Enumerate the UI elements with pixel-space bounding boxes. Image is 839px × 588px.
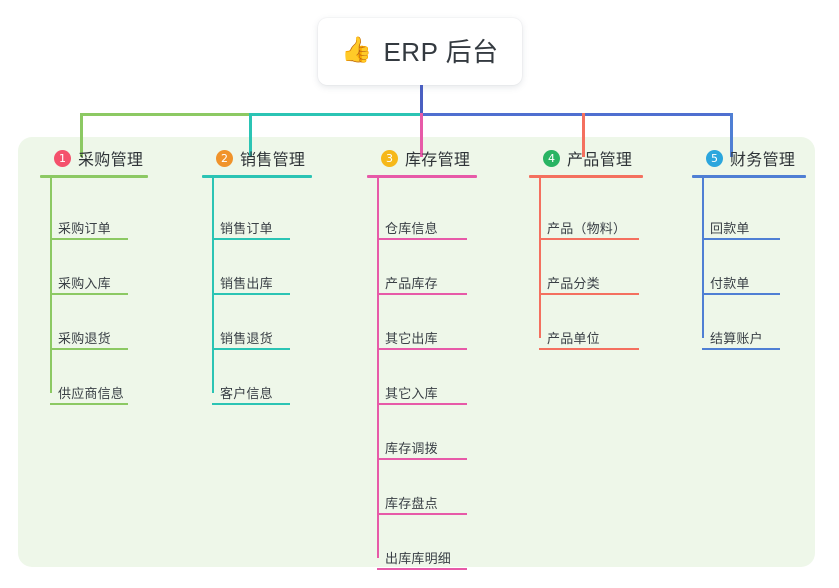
- branch-badge-2: 2: [216, 149, 233, 167]
- leaf-rule: [50, 293, 128, 295]
- leaf-item[interactable]: 供应商信息: [58, 386, 125, 401]
- leaf-item[interactable]: 出库库明细: [385, 551, 452, 566]
- branch-spine-2: [212, 175, 214, 393]
- bus-segment-teal: [249, 113, 420, 116]
- leaf-rule: [377, 238, 467, 240]
- branch-header-rule-2: [202, 175, 312, 178]
- leaf-item[interactable]: 采购订单: [58, 221, 111, 236]
- leaf-rule: [377, 348, 467, 350]
- drop-inventory: [420, 113, 423, 157]
- leaf-rule: [212, 238, 290, 240]
- branch-badge-1: 1: [54, 149, 71, 167]
- leaf-rule: [377, 458, 467, 460]
- root-node-content: 👍 ERP 后台: [341, 32, 498, 69]
- thumbs-up-icon: 👍: [341, 36, 373, 64]
- branch-spine-1: [50, 175, 52, 393]
- leaf-rule: [50, 348, 128, 350]
- branch-title-1: 采购管理: [78, 152, 144, 169]
- leaf-item[interactable]: 结算账户: [710, 331, 763, 346]
- leaf-item[interactable]: 产品（物料）: [547, 221, 627, 236]
- leaf-item[interactable]: 回款单: [710, 221, 750, 236]
- branch-badge-5: 5: [706, 149, 723, 167]
- leaf-item[interactable]: 销售出库: [220, 276, 273, 291]
- branch-title-2: 销售管理: [240, 152, 306, 169]
- branch-spine-5: [702, 175, 704, 338]
- branch-spine-3: [377, 175, 379, 558]
- leaf-item[interactable]: 销售订单: [220, 221, 273, 236]
- leaf-rule: [539, 293, 639, 295]
- branch-header-3[interactable]: 3 库存管理: [367, 146, 470, 170]
- leaf-item[interactable]: 库存调拨: [385, 441, 438, 456]
- leaf-item[interactable]: 其它入库: [385, 386, 438, 401]
- leaf-item[interactable]: 采购退货: [58, 331, 111, 346]
- branch-title-4: 产品管理: [567, 152, 633, 169]
- leaf-rule: [377, 403, 467, 405]
- leaf-rule: [702, 348, 780, 350]
- leaf-rule: [377, 568, 467, 570]
- branch-title-5: 财务管理: [730, 152, 796, 169]
- leaf-item[interactable]: 仓库信息: [385, 221, 438, 236]
- leaf-rule: [539, 348, 639, 350]
- root-stem-line: [420, 85, 423, 113]
- leaf-item[interactable]: 采购入库: [58, 276, 111, 291]
- branch-spine-4: [539, 175, 541, 338]
- leaf-item[interactable]: 付款单: [710, 276, 750, 291]
- branch-header-rule-3: [367, 175, 477, 178]
- leaf-rule: [702, 293, 780, 295]
- branch-header-2[interactable]: 2 销售管理: [202, 146, 305, 170]
- leaf-rule: [50, 238, 128, 240]
- leaf-item[interactable]: 客户信息: [220, 386, 273, 401]
- branches-panel: [18, 137, 815, 567]
- leaf-rule: [539, 238, 639, 240]
- leaf-rule: [702, 238, 780, 240]
- drop-sales: [249, 113, 252, 157]
- branch-header-5[interactable]: 5 财务管理: [692, 146, 795, 170]
- leaf-rule: [212, 403, 290, 405]
- leaf-rule: [212, 293, 290, 295]
- drop-product: [582, 113, 585, 157]
- branch-header-1[interactable]: 1 采购管理: [40, 146, 143, 170]
- branch-badge-4: 4: [543, 149, 560, 167]
- branch-header-rule-4: [529, 175, 643, 178]
- leaf-item[interactable]: 销售退货: [220, 331, 273, 346]
- branch-title-3: 库存管理: [405, 152, 471, 169]
- bus-segment-green: [80, 113, 249, 116]
- root-node-erp-backend[interactable]: 👍 ERP 后台: [318, 18, 522, 85]
- branch-badge-3: 3: [381, 149, 398, 167]
- leaf-item[interactable]: 产品分类: [547, 276, 600, 291]
- leaf-rule: [377, 513, 467, 515]
- branch-header-4[interactable]: 4 产品管理: [529, 146, 632, 170]
- leaf-item[interactable]: 产品单位: [547, 331, 600, 346]
- leaf-rule: [50, 403, 128, 405]
- drop-purchasing: [80, 113, 83, 157]
- leaf-item[interactable]: 其它出库: [385, 331, 438, 346]
- drop-finance: [730, 113, 733, 157]
- leaf-item[interactable]: 产品库存: [385, 276, 438, 291]
- root-node-title: ERP 后台: [383, 37, 499, 67]
- leaf-rule: [377, 293, 467, 295]
- branch-header-rule-1: [40, 175, 148, 178]
- leaf-item[interactable]: 库存盘点: [385, 496, 438, 511]
- bus-segment-blue: [420, 113, 731, 116]
- branch-header-rule-5: [692, 175, 806, 178]
- leaf-rule: [212, 348, 290, 350]
